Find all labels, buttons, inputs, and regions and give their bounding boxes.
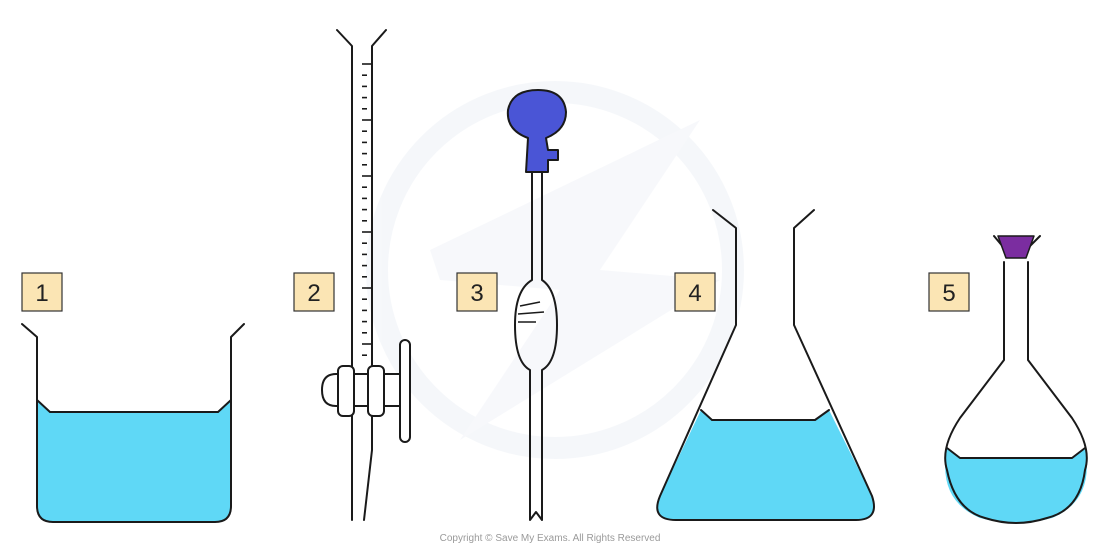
label-3: 3 bbox=[456, 272, 498, 312]
conical-flask bbox=[656, 209, 875, 521]
burette-scale bbox=[362, 63, 372, 357]
burette-tap bbox=[321, 339, 411, 443]
svg-text:1: 1 bbox=[35, 280, 48, 307]
volumetric-flask bbox=[944, 235, 1088, 524]
label-4: 4 bbox=[674, 272, 716, 312]
burette bbox=[321, 29, 411, 521]
svg-text:4: 4 bbox=[688, 280, 701, 307]
label-2: 2 bbox=[293, 272, 335, 312]
beaker-liquid bbox=[37, 400, 231, 522]
volumetric-pipette bbox=[506, 89, 567, 521]
beaker bbox=[21, 323, 245, 523]
svg-text:5: 5 bbox=[942, 280, 955, 307]
label-5: 5 bbox=[928, 272, 970, 312]
pipette-filler bbox=[506, 89, 567, 173]
label-1: 1 bbox=[21, 272, 63, 312]
copyright-text: Copyright © Save My Exams. All Rights Re… bbox=[440, 533, 661, 544]
watermark-logo bbox=[366, 81, 744, 459]
conical-flask-liquid bbox=[657, 410, 874, 520]
svg-text:2: 2 bbox=[307, 280, 320, 307]
svg-text:3: 3 bbox=[470, 280, 483, 307]
volumetric-flask-liquid bbox=[945, 448, 1087, 523]
volumetric-flask-stopper bbox=[997, 235, 1035, 259]
